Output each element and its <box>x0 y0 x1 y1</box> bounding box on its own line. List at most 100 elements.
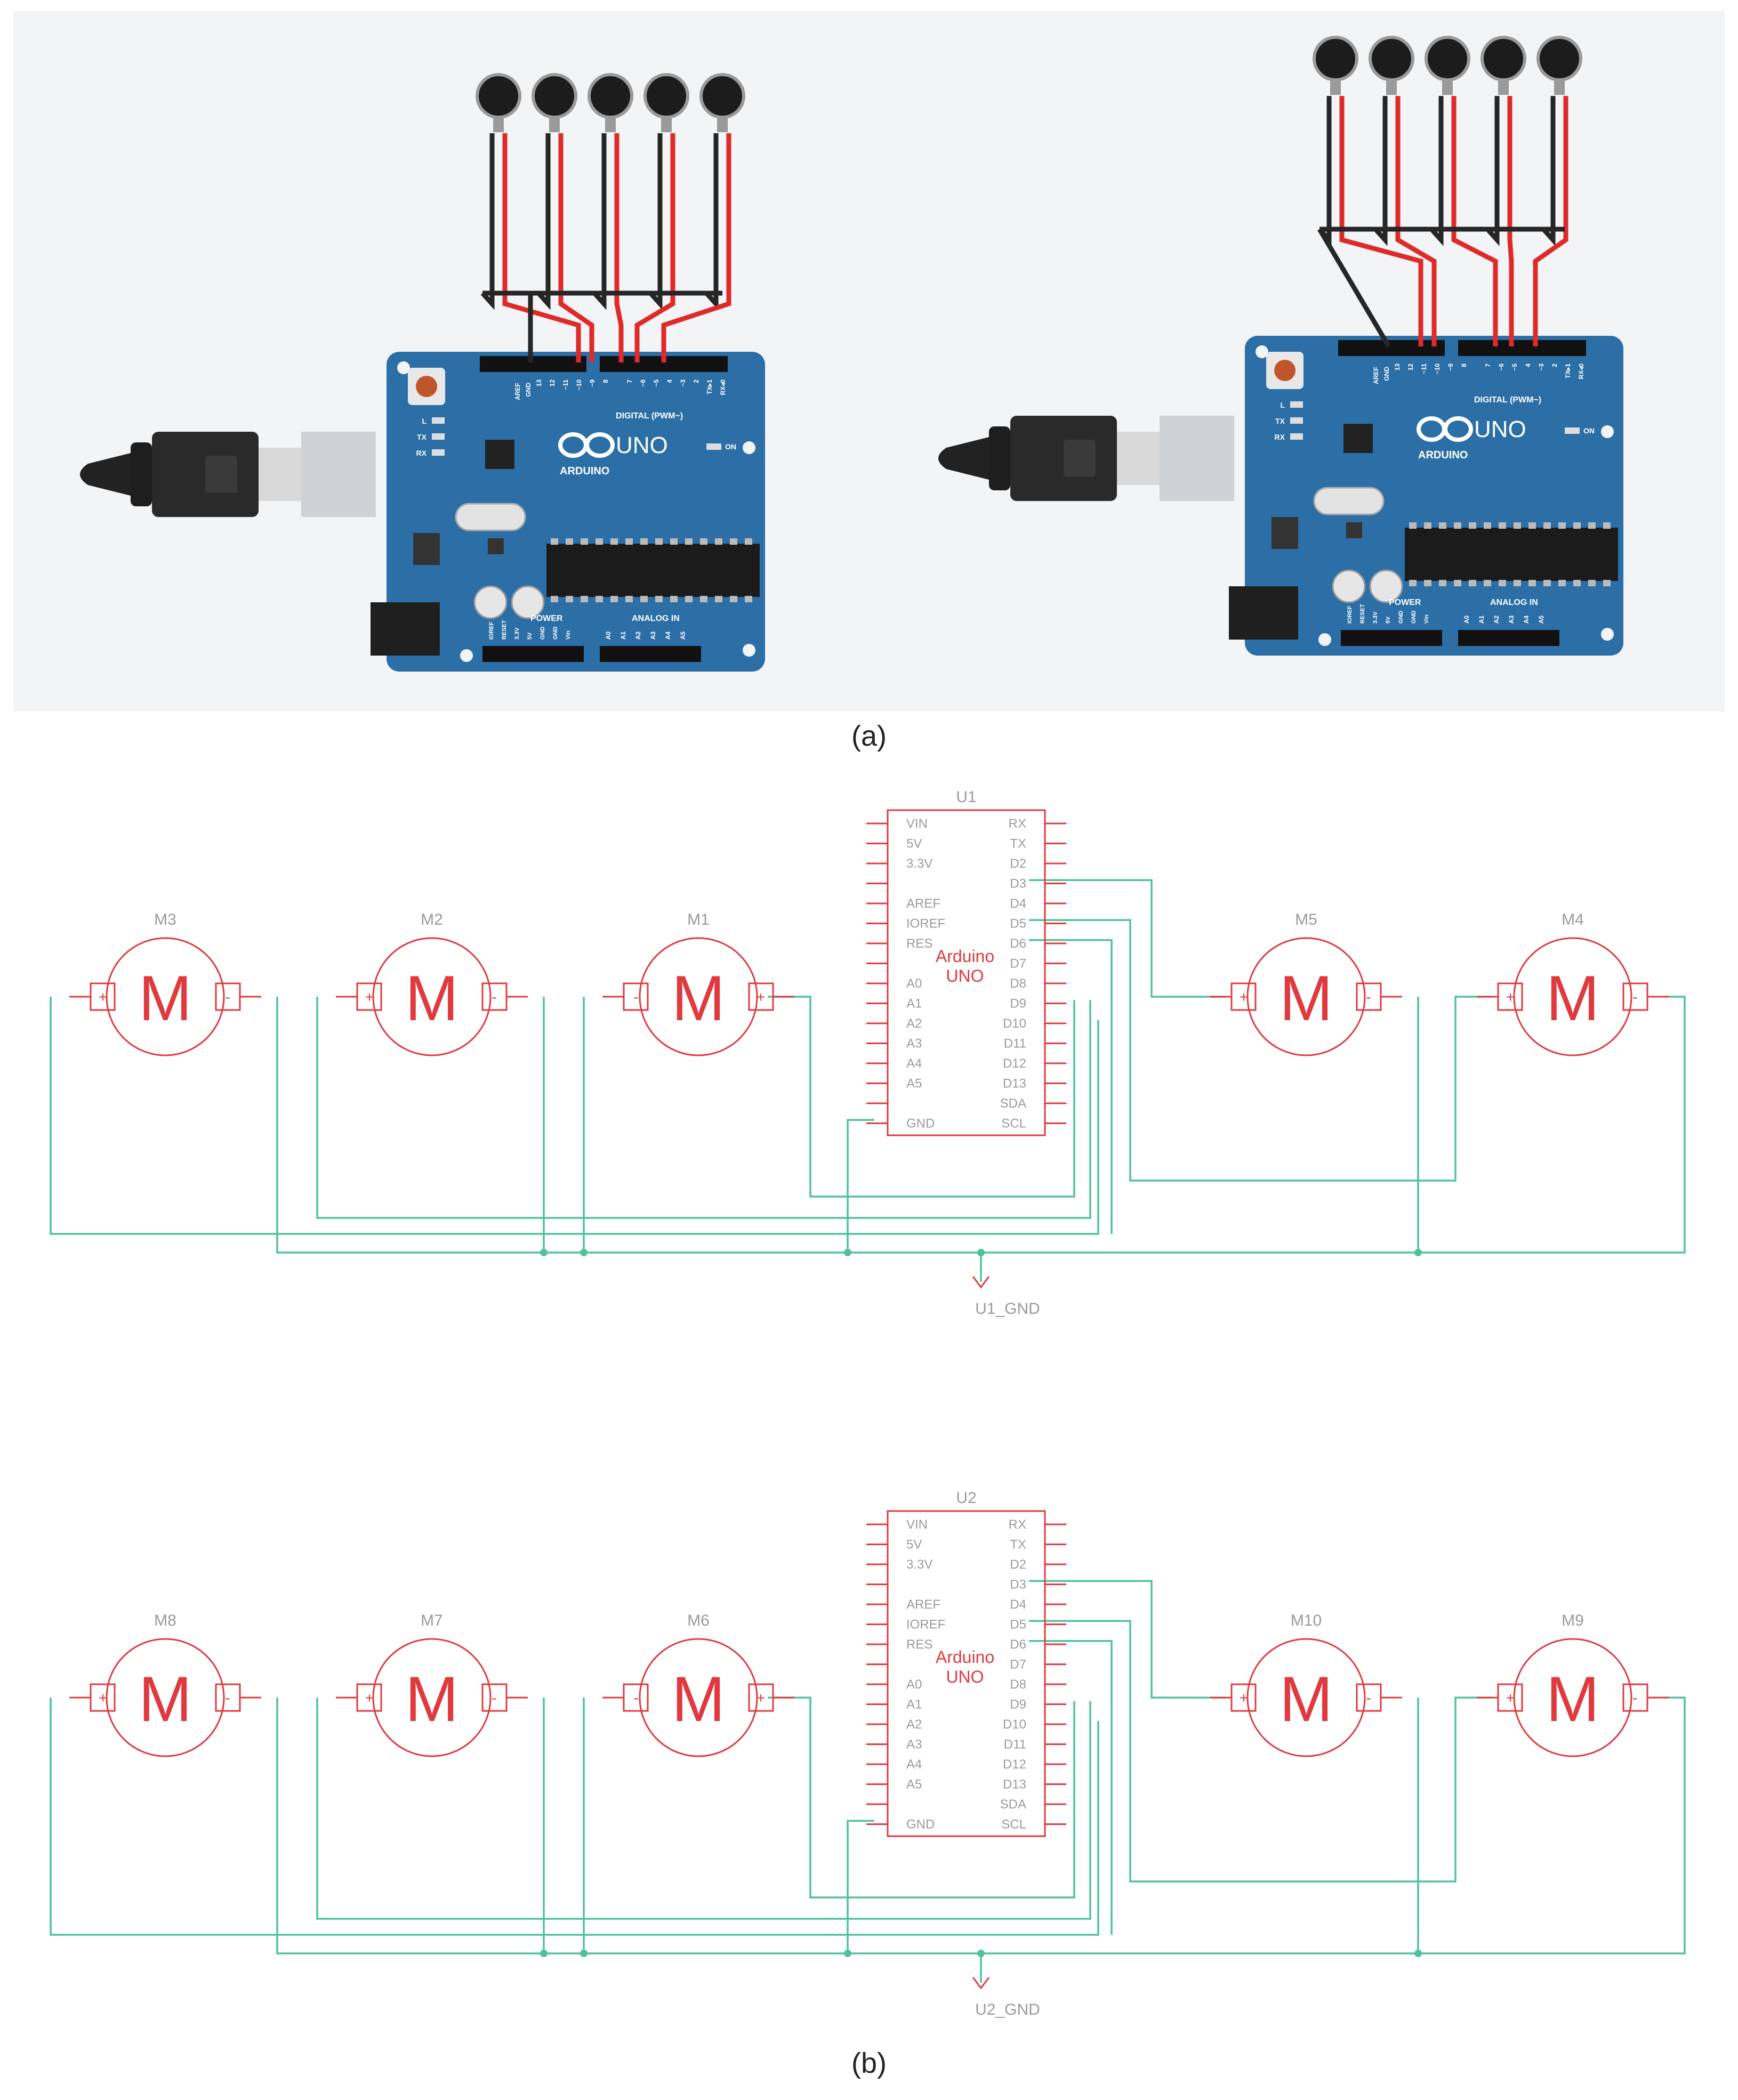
chip-pin-left-label: A3 <box>906 1037 922 1051</box>
digital-pin-label: ~3 <box>1538 364 1545 371</box>
motor-symbol: M <box>672 1663 725 1735</box>
digital-pin-label: 12 <box>549 379 556 387</box>
vibration-motor-icon <box>1369 36 1414 82</box>
digital-pin-label: ~11 <box>562 379 569 390</box>
signal-wire <box>1339 96 1423 346</box>
chip-pin-right-label: D4 <box>1010 896 1026 911</box>
usb-connector-grip-icon <box>989 426 1010 490</box>
crystal-icon <box>1313 487 1385 515</box>
chip-pin-right-label: D11 <box>1004 1738 1026 1752</box>
led-icon <box>1290 417 1303 424</box>
chip-pin-icon <box>640 596 648 602</box>
vibration-motor-icon <box>588 73 633 119</box>
power-pin-label: Vin <box>1423 615 1430 624</box>
junction-dot-icon <box>540 1249 548 1256</box>
atmega-chip-icon <box>546 544 760 597</box>
chip-pin-right-label: D13 <box>1003 1077 1026 1091</box>
chip-pin-right-label: D2 <box>1010 857 1026 871</box>
motor-left-sign: + <box>1506 1690 1515 1706</box>
chip-pin-icon <box>1409 580 1417 586</box>
chip-name-line1: Arduino <box>936 1647 994 1667</box>
chip-ref-label: U1 <box>956 788 976 806</box>
wire-gnd <box>847 1820 874 1953</box>
digital-header-left <box>480 356 586 372</box>
motor-ref-label: M5 <box>1295 911 1317 928</box>
chip-pin-right-label: D12 <box>1003 1757 1026 1772</box>
board-brand-text: ARDUINO <box>1418 449 1468 461</box>
motor-lead-icon <box>1442 79 1453 95</box>
junction-dot-icon <box>580 1249 588 1256</box>
chip-pin-left-label: IOREF <box>906 1618 945 1632</box>
motor-ref-label: M6 <box>687 1612 710 1629</box>
motor-right-sign: + <box>757 1690 765 1706</box>
chip-pin-left-label: A2 <box>906 1717 922 1732</box>
motor-icon <box>106 937 225 1056</box>
chip-pin-right-label: D6 <box>1010 936 1026 951</box>
motor-lead-icon <box>1386 79 1397 95</box>
chip-pin-left-label: A0 <box>906 976 922 991</box>
motor-right-sign: - <box>225 989 230 1005</box>
led-label: RX <box>1275 433 1285 441</box>
chip-pin-icon <box>670 596 678 602</box>
power-pin-label: GND <box>1411 611 1417 624</box>
wire-m1-plus <box>768 1697 1075 1899</box>
chip-pin-icon <box>1499 522 1506 529</box>
dc-power-jack-icon <box>371 602 440 656</box>
mount-hole-icon <box>1601 628 1614 641</box>
vibration-motor-icon <box>1480 36 1526 82</box>
power-pin-label: IOREF <box>1347 605 1353 624</box>
gnd-net-label: U2_GND <box>975 2001 1040 2018</box>
chip-pin-icon <box>1528 580 1536 586</box>
chip-pin-icon <box>1573 580 1581 586</box>
ground-symbol-icon <box>972 1276 990 1289</box>
chip-pin-icon <box>1439 522 1446 529</box>
motor-ref-label: M3 <box>154 911 176 928</box>
chip-pin-icon <box>745 538 752 545</box>
power-label: POWER <box>1389 598 1421 607</box>
wire-m4-plus <box>1029 919 1493 1182</box>
arduino-logo-icon <box>585 432 615 458</box>
motor-lead-icon <box>605 116 616 132</box>
chip-pin-left-label: AREF <box>906 896 940 911</box>
analog-pin-label: A4 <box>1523 615 1530 624</box>
chip-pin-right-label: D3 <box>1010 877 1026 891</box>
chip-name-line1: Arduino <box>936 947 994 966</box>
chip-pin-icon <box>610 596 618 602</box>
usb-symbol-icon <box>205 456 237 493</box>
motor-icon <box>372 1638 492 1757</box>
chip-pin-icon <box>566 538 573 545</box>
chip-pin-icon <box>715 538 722 545</box>
chip-pin-icon <box>566 596 573 602</box>
chip-pin-left-label: A4 <box>906 1757 922 1772</box>
arduino-logo-icon <box>1443 416 1473 442</box>
analog-pin-label: A4 <box>664 631 672 640</box>
vibration-motor-icon <box>1536 36 1582 82</box>
motor-ref-label: M1 <box>687 911 710 928</box>
chip-pin-left-label: AREF <box>906 1597 940 1612</box>
chip-ref-label: U2 <box>956 1489 976 1507</box>
vibration-motor-icon <box>532 73 577 119</box>
motor-symbol: M <box>1546 1663 1599 1735</box>
led-label: L <box>422 417 427 425</box>
chip-pin-right-label: D8 <box>1010 1677 1026 1692</box>
digital-pin-label: 4 <box>1524 364 1532 367</box>
chip-pin-icon <box>730 596 737 602</box>
motor-left-sign: - <box>633 989 638 1005</box>
schematic-u2: U2_GNDU2VIN5V3.3VAREFIOREFRESA0A1A2A3A4A… <box>50 1489 1686 2018</box>
wire-d6 <box>1029 939 1113 1234</box>
chip-pin-icon <box>1543 580 1551 586</box>
motor-left-sign: + <box>1240 989 1248 1005</box>
digital-header-right <box>1458 340 1586 356</box>
digital-pin-label: ~3 <box>679 379 687 387</box>
ground-wire <box>1429 96 1444 246</box>
chip-pin-icon <box>655 596 663 602</box>
power-pin-label: RESET <box>1359 604 1366 624</box>
ground-bus <box>276 996 1686 1254</box>
capacitor-icon <box>511 585 545 619</box>
analog-label: ANALOG IN <box>1490 598 1538 607</box>
chip-pin-left-label: 5V <box>906 1538 922 1552</box>
vibration-motor-icon <box>1425 36 1470 82</box>
arduino-chip <box>887 1510 1046 1837</box>
